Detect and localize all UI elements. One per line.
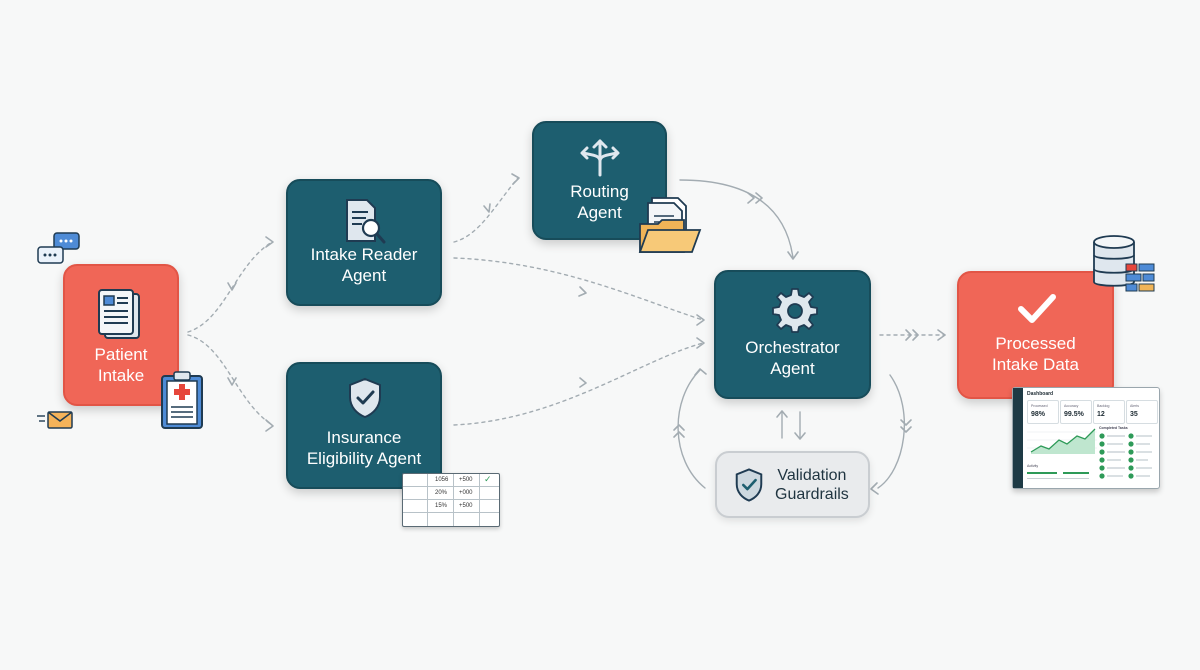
kpi-label: Backlog bbox=[1097, 404, 1110, 408]
kpi-card: Alerts 35 bbox=[1126, 400, 1158, 424]
chevron-mark bbox=[905, 329, 912, 341]
chevron-mark bbox=[483, 203, 491, 213]
arrowhead bbox=[787, 251, 799, 260]
table-cell: 20% bbox=[435, 490, 448, 496]
arrowhead bbox=[694, 368, 707, 376]
node-label: Processed Intake Data bbox=[992, 334, 1079, 374]
table-cell: +000 bbox=[459, 490, 473, 496]
arrowhead bbox=[265, 236, 274, 248]
document-stack-icon bbox=[98, 289, 140, 339]
node-routing-agent: Routing Agent bbox=[532, 121, 667, 240]
edge-validation-to-orchestrator bbox=[677, 369, 706, 489]
chevron-mark bbox=[912, 329, 919, 341]
arrowhead bbox=[511, 173, 520, 185]
table-cell: +500 bbox=[459, 503, 473, 509]
chevron-mark bbox=[673, 431, 685, 438]
chevron-mark bbox=[579, 377, 587, 388]
gear-icon bbox=[772, 288, 818, 333]
arrowhead bbox=[696, 337, 705, 349]
checkmark-icon bbox=[1018, 294, 1056, 323]
tasks-title: Completed Tasks bbox=[1099, 426, 1128, 430]
node-label: Insurance Eligibility Agent bbox=[306, 428, 422, 468]
shield-check-icon bbox=[349, 377, 381, 419]
table-cell: 15% bbox=[435, 503, 448, 509]
arrowhead bbox=[870, 482, 879, 495]
document-search-icon bbox=[346, 199, 386, 244]
database-icon bbox=[1093, 235, 1155, 292]
node-insurance-eligibility-agent: Insurance Eligibility Agent bbox=[286, 362, 442, 489]
chat-bubbles-icon bbox=[37, 232, 80, 264]
edge-insurance-to-orchestrator bbox=[453, 342, 704, 426]
chevron-mark bbox=[227, 282, 237, 291]
chevron-mark bbox=[578, 286, 587, 297]
node-processed-intake-data: Processed Intake Data bbox=[957, 271, 1114, 399]
node-label: Routing Agent bbox=[570, 182, 629, 222]
arrowhead bbox=[265, 419, 274, 432]
split-arrows-icon bbox=[580, 139, 620, 177]
table-cell: +500 bbox=[459, 477, 473, 483]
edge-intake-to-insurance bbox=[187, 334, 273, 426]
chevron-mark bbox=[747, 192, 755, 204]
edge-reader-to-orchestrator bbox=[453, 257, 704, 321]
task-list bbox=[1099, 433, 1152, 479]
kpi-card: Accuracy 99.5% bbox=[1060, 400, 1092, 424]
chevron-mark bbox=[673, 424, 685, 431]
kpi-card: Backlog 12 bbox=[1093, 400, 1125, 424]
edge-reader-to-routing bbox=[453, 177, 519, 243]
shield-check-icon bbox=[735, 467, 763, 502]
chevron-mark bbox=[755, 192, 763, 204]
medical-clipboard-icon bbox=[161, 371, 203, 429]
kpi-label: Accuracy bbox=[1064, 404, 1079, 408]
edge-orchestrator-to-validation bbox=[877, 374, 906, 489]
arrowhead bbox=[696, 314, 705, 326]
check-icon: ✓ bbox=[484, 474, 492, 484]
kpi-value: 35 bbox=[1130, 411, 1138, 418]
chevron-mark bbox=[900, 426, 912, 433]
kpi-label: Processed bbox=[1031, 404, 1048, 408]
kpi-value: 99.5% bbox=[1064, 411, 1084, 418]
node-label: Validation Guardrails bbox=[775, 466, 849, 503]
node-intake-reader-agent: Intake Reader Agent bbox=[286, 179, 442, 306]
arrowhead bbox=[937, 329, 946, 341]
eligibility-table: 1056 +500 ✓ 20% +000 15% +500 bbox=[402, 473, 500, 527]
kpi-card: Processed 98% bbox=[1027, 400, 1059, 424]
dashboard-sidebar bbox=[1013, 388, 1023, 488]
table-row: 20% +000 bbox=[403, 487, 499, 500]
folder-icon bbox=[638, 197, 702, 253]
node-label: Orchestrator Agent bbox=[745, 338, 840, 378]
activity-title: Activity bbox=[1027, 464, 1039, 468]
chevron-mark bbox=[900, 419, 912, 426]
dashboard-preview: Dashboard Processed 98% Accuracy 99.5% B… bbox=[1012, 387, 1160, 489]
node-orchestrator-agent: Orchestrator Agent bbox=[714, 270, 871, 399]
envelope-icon bbox=[37, 411, 73, 429]
trend-chart bbox=[1027, 428, 1097, 454]
kpi-value: 98% bbox=[1031, 411, 1046, 418]
table-row: 15% +500 bbox=[403, 500, 499, 513]
kpi-value: 12 bbox=[1097, 411, 1105, 418]
dashboard-title: Dashboard bbox=[1027, 391, 1054, 397]
edge-routing-to-orchestrator bbox=[679, 179, 794, 259]
table-cell: 1056 bbox=[435, 477, 449, 483]
table-row: 1056 +500 ✓ bbox=[403, 474, 499, 487]
kpi-label: Alerts bbox=[1130, 404, 1139, 408]
node-patient-intake: Patient Intake bbox=[63, 264, 179, 406]
chevron-mark bbox=[227, 377, 237, 386]
node-label: Patient Intake bbox=[94, 345, 148, 385]
node-validation-guardrails: Validation Guardrails bbox=[715, 451, 870, 518]
arrowhead bbox=[776, 410, 788, 418]
arrowhead bbox=[794, 432, 806, 440]
node-label: Intake Reader Agent bbox=[310, 245, 418, 285]
